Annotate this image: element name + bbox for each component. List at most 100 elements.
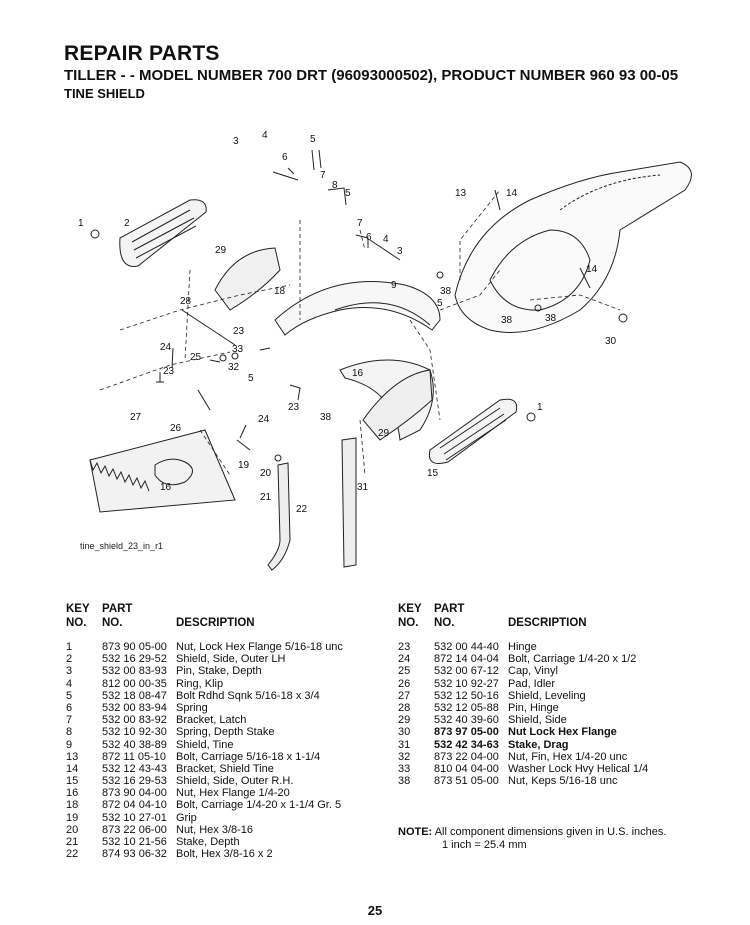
description-cell: Shield, Tine bbox=[176, 738, 234, 751]
svg-text:25: 25 bbox=[190, 352, 202, 363]
svg-text:19: 19 bbox=[238, 460, 250, 471]
svg-text:23: 23 bbox=[163, 366, 175, 377]
part-number-cell: 873 22 06-00 bbox=[102, 823, 167, 836]
part-number-cell: 532 12 43-43 bbox=[102, 762, 167, 775]
parts-row: 16 873 90 04-00 Nut, Hex Flange 1/4-20 bbox=[66, 787, 396, 799]
key-header-1: KEY bbox=[66, 603, 90, 615]
key-cell: 19 bbox=[66, 811, 79, 824]
note-line-2: 1 inch = 25.4 mm bbox=[442, 839, 527, 851]
svg-text:1: 1 bbox=[78, 218, 84, 229]
description-cell: Bolt Rdhd Sqnk 5/16-18 x 3/4 bbox=[176, 689, 320, 702]
part-number-cell: 532 00 83-94 bbox=[102, 701, 167, 714]
part-header-1: PART bbox=[434, 603, 465, 615]
svg-text:28: 28 bbox=[180, 296, 192, 307]
svg-text:32: 32 bbox=[228, 362, 240, 373]
svg-text:15: 15 bbox=[427, 468, 439, 479]
description-cell: Cap, Vinyl bbox=[508, 665, 558, 678]
description-cell: Shield, Side, Outer LH bbox=[176, 653, 286, 666]
description-header: DESCRIPTION bbox=[508, 617, 587, 629]
part-number-cell: 812 00 00-35 bbox=[102, 677, 167, 690]
part-number-cell: 532 00 83-93 bbox=[102, 665, 167, 678]
key-cell: 15 bbox=[66, 775, 79, 788]
description-cell: Grip bbox=[176, 811, 197, 824]
key-cell: 22 bbox=[66, 848, 79, 861]
svg-text:3: 3 bbox=[233, 136, 239, 147]
description-cell: Spring, Depth Stake bbox=[176, 726, 275, 739]
svg-text:38: 38 bbox=[545, 313, 557, 324]
part-number-cell: 873 51 05-00 bbox=[434, 775, 499, 788]
part-number-cell: 874 93 06-32 bbox=[102, 848, 167, 861]
svg-text:21: 21 bbox=[260, 492, 272, 503]
part-number-cell: 532 18 08-47 bbox=[102, 689, 167, 702]
description-cell: Nut, Hex Flange 1/4-20 bbox=[176, 787, 290, 800]
parts-row: 29 532 40 39-60 Shield, Side bbox=[398, 714, 728, 726]
key-cell: 7 bbox=[66, 714, 73, 727]
part-number-cell: 532 10 27-01 bbox=[102, 811, 167, 824]
part-number-cell: 532 42 34-63 bbox=[434, 738, 499, 751]
description-cell: Shield, Side bbox=[508, 714, 567, 727]
svg-text:3: 3 bbox=[397, 246, 403, 257]
svg-text:24: 24 bbox=[258, 414, 270, 425]
svg-text:22: 22 bbox=[296, 504, 308, 515]
description-cell: Bracket, Shield Tine bbox=[176, 762, 274, 775]
key-cell: 24 bbox=[398, 653, 411, 666]
part-number-cell: 532 40 39-60 bbox=[434, 714, 499, 727]
description-cell: Washer Lock Hvy Helical 1/4 bbox=[508, 762, 649, 775]
part-number-cell: 873 22 04-00 bbox=[434, 750, 499, 763]
key-cell: 23 bbox=[398, 641, 411, 653]
svg-text:1: 1 bbox=[537, 402, 543, 413]
key-header-2: NO. bbox=[66, 617, 87, 629]
part-number-cell: 873 90 04-00 bbox=[102, 787, 167, 800]
svg-text:30: 30 bbox=[605, 336, 617, 347]
part-header-2: NO. bbox=[102, 617, 123, 629]
svg-text:27: 27 bbox=[130, 412, 142, 423]
dimension-note: NOTE: All component dimensions given in … bbox=[398, 826, 666, 852]
description-cell: Nut, Lock Hex Flange 5/16-18 unc bbox=[176, 641, 343, 653]
key-cell: 29 bbox=[398, 714, 411, 727]
key-cell: 4 bbox=[66, 677, 73, 690]
key-cell: 14 bbox=[66, 762, 79, 775]
parts-row: 19 532 10 27-01 Grip bbox=[66, 812, 396, 824]
part-number-cell: 810 04 04-00 bbox=[434, 762, 499, 775]
description-cell: Stake, Drag bbox=[508, 738, 569, 751]
svg-text:5: 5 bbox=[310, 134, 316, 145]
description-cell: Nut, Hex 3/8-16 bbox=[176, 823, 254, 836]
key-cell: 3 bbox=[66, 665, 73, 678]
table-header: KEY NO. PART NO. DESCRIPTION bbox=[66, 603, 396, 633]
part-number-cell: 532 00 44-40 bbox=[434, 641, 499, 653]
svg-text:38: 38 bbox=[320, 412, 332, 423]
part-number-cell: 873 97 05-00 bbox=[434, 726, 499, 739]
part-number-cell: 532 12 05-88 bbox=[434, 701, 499, 714]
svg-text:29: 29 bbox=[378, 428, 390, 439]
description-cell: Pin, Hinge bbox=[508, 701, 559, 714]
part-number-cell: 532 16 29-52 bbox=[102, 653, 167, 666]
model-subtitle: TILLER - - MODEL NUMBER 700 DRT (9609300… bbox=[64, 67, 679, 84]
key-cell: 38 bbox=[398, 775, 411, 788]
svg-text:26: 26 bbox=[170, 423, 182, 434]
key-cell: 13 bbox=[66, 750, 79, 763]
description-cell: Nut, Keps 5/16-18 unc bbox=[508, 775, 618, 788]
svg-text:23: 23 bbox=[288, 402, 300, 413]
svg-text:14: 14 bbox=[586, 264, 598, 275]
key-header-1: KEY bbox=[398, 603, 422, 615]
key-cell: 33 bbox=[398, 762, 411, 775]
key-cell: 16 bbox=[66, 787, 79, 800]
svg-text:5: 5 bbox=[437, 298, 443, 309]
description-cell: Nut, Fin, Hex 1/4-20 unc bbox=[508, 750, 628, 763]
svg-text:6: 6 bbox=[282, 152, 288, 163]
description-cell: Bracket, Latch bbox=[176, 714, 247, 727]
key-cell: 18 bbox=[66, 799, 79, 812]
